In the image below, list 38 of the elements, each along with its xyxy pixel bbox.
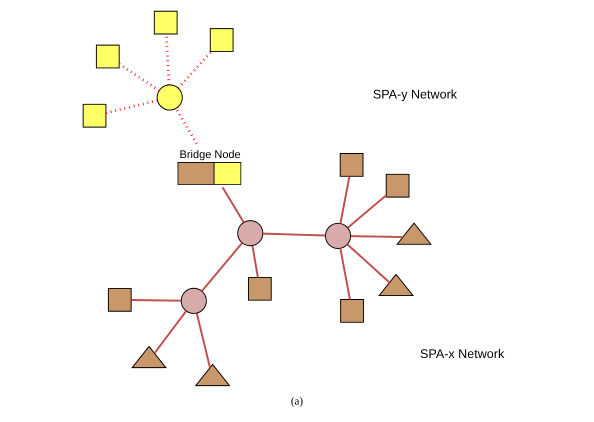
node-square	[154, 10, 178, 34]
node-square	[82, 104, 106, 128]
connector	[131, 299, 181, 302]
connector	[339, 248, 351, 300]
connector	[196, 313, 211, 368]
label: SPA-y Network	[372, 87, 458, 102]
connector	[154, 310, 187, 354]
connector	[177, 50, 212, 89]
node-square	[108, 288, 132, 312]
connector	[339, 176, 350, 224]
connector	[350, 235, 403, 238]
node-circle	[237, 220, 264, 246]
connector	[346, 244, 390, 284]
node-circle	[324, 222, 352, 249]
connector	[347, 194, 387, 228]
connector	[106, 99, 158, 114]
connector	[201, 242, 243, 292]
node-square	[96, 44, 120, 68]
connector	[262, 232, 326, 236]
node-square	[210, 28, 234, 52]
node-triangle	[131, 346, 167, 368]
node-square	[248, 276, 272, 301]
node-triangle	[194, 364, 230, 386]
connector	[118, 62, 160, 92]
node-label: Bridge Node	[180, 148, 241, 161]
node-circle	[156, 84, 183, 111]
label: SPA-x Network	[420, 346, 504, 361]
node-triangle	[378, 274, 414, 296]
node-triangle	[396, 222, 432, 245]
node-square	[386, 174, 410, 198]
node-square	[340, 299, 364, 323]
connector	[222, 186, 245, 223]
caption: (a)	[290, 396, 304, 408]
connector	[164, 34, 170, 85]
node-circle	[180, 288, 207, 314]
connector	[251, 246, 259, 278]
node-square	[340, 153, 364, 177]
connector	[175, 108, 198, 144]
